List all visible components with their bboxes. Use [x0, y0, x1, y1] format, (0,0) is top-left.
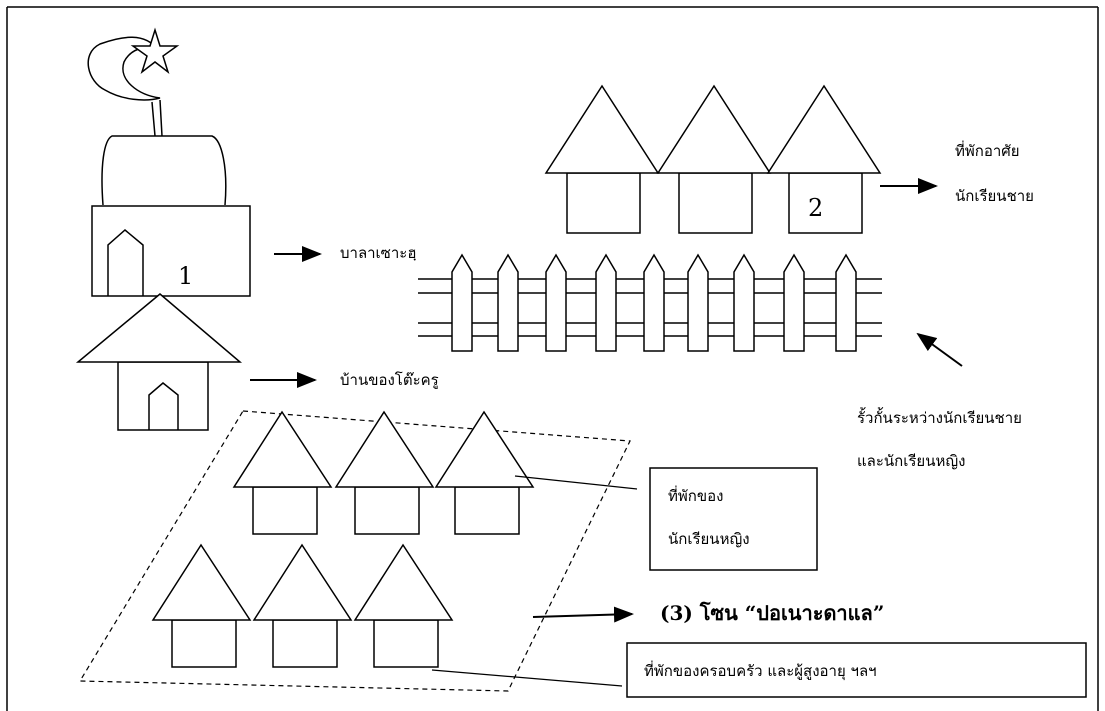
mosque-door: [107, 229, 144, 296]
female-dorm-house: [232, 410, 333, 535]
family-callout-box: [626, 642, 1087, 698]
family-label: ที่พักของครอบครัว และผู้สูงอายุ ฯลฯ: [644, 660, 877, 681]
mosque-label: บาลาเซาะฮฺ: [340, 244, 417, 262]
male-dorm-house: [766, 84, 882, 234]
male-dorm-house: [656, 84, 772, 234]
mosque-number: 1: [178, 262, 193, 290]
mosque-hall: [91, 205, 251, 297]
fence-post: [451, 253, 473, 352]
male-dorm-label-line1: ที่พักอาศัย: [955, 140, 1020, 160]
male-dorm-label-line2: นักเรียนชาย: [955, 187, 1034, 205]
male-dorm-group: [544, 84, 882, 234]
male-dorm-house: [544, 84, 660, 234]
female-dorm-label-line1: ที่พักของ: [668, 485, 723, 505]
teacher-house-roof: [75, 293, 243, 363]
fence-post: [643, 253, 665, 352]
zone-boundary: [78, 410, 631, 692]
mosque-dome: [101, 135, 227, 206]
fence-posts: [451, 253, 857, 352]
star-icon: [130, 27, 180, 75]
fence-post: [497, 253, 519, 352]
zone-label: (3) โซน “ปอเนาะดาแล”: [660, 601, 884, 625]
fence-post: [687, 253, 709, 352]
family-house-group: [151, 543, 454, 668]
teacher-house-label: บ้านของโต๊ะครู: [340, 371, 439, 389]
family-house: [353, 543, 454, 668]
fence: [418, 253, 882, 352]
teacher-house: [75, 293, 243, 431]
zone-arrow: [532, 606, 634, 623]
teacher-house-body: [117, 361, 209, 431]
family-house: [151, 543, 252, 668]
female-dorm-house: [434, 410, 535, 535]
female-dorm-leader-line: [514, 475, 638, 490]
fence-label-line1: รั้วกั้นระหว่างนักเรียนชาย: [857, 407, 1022, 427]
female-dorm-group: [232, 410, 535, 535]
female-dorm-house: [334, 410, 435, 535]
female-dorm-label-line2: นักเรียนหญิง: [668, 530, 750, 548]
mosque-building: [87, 27, 251, 297]
male-dorm-number: 2: [808, 194, 823, 222]
fence-label-line2: และนักเรียนหญิง: [857, 452, 965, 470]
female-dorm-callout-box: [649, 467, 818, 571]
fence-arrow: [916, 332, 963, 367]
crescent-moon-icon: [87, 36, 161, 101]
fence-post: [545, 253, 567, 352]
fence-post: [595, 253, 617, 352]
fence-post: [783, 253, 805, 352]
family-house: [252, 543, 353, 668]
teacher-house-door: [148, 382, 179, 430]
family-leader-line: [431, 669, 623, 687]
mosque-spire: [151, 99, 163, 137]
fence-post: [835, 253, 857, 352]
fence-post: [733, 253, 755, 352]
outer-frame: [6, 6, 1099, 711]
